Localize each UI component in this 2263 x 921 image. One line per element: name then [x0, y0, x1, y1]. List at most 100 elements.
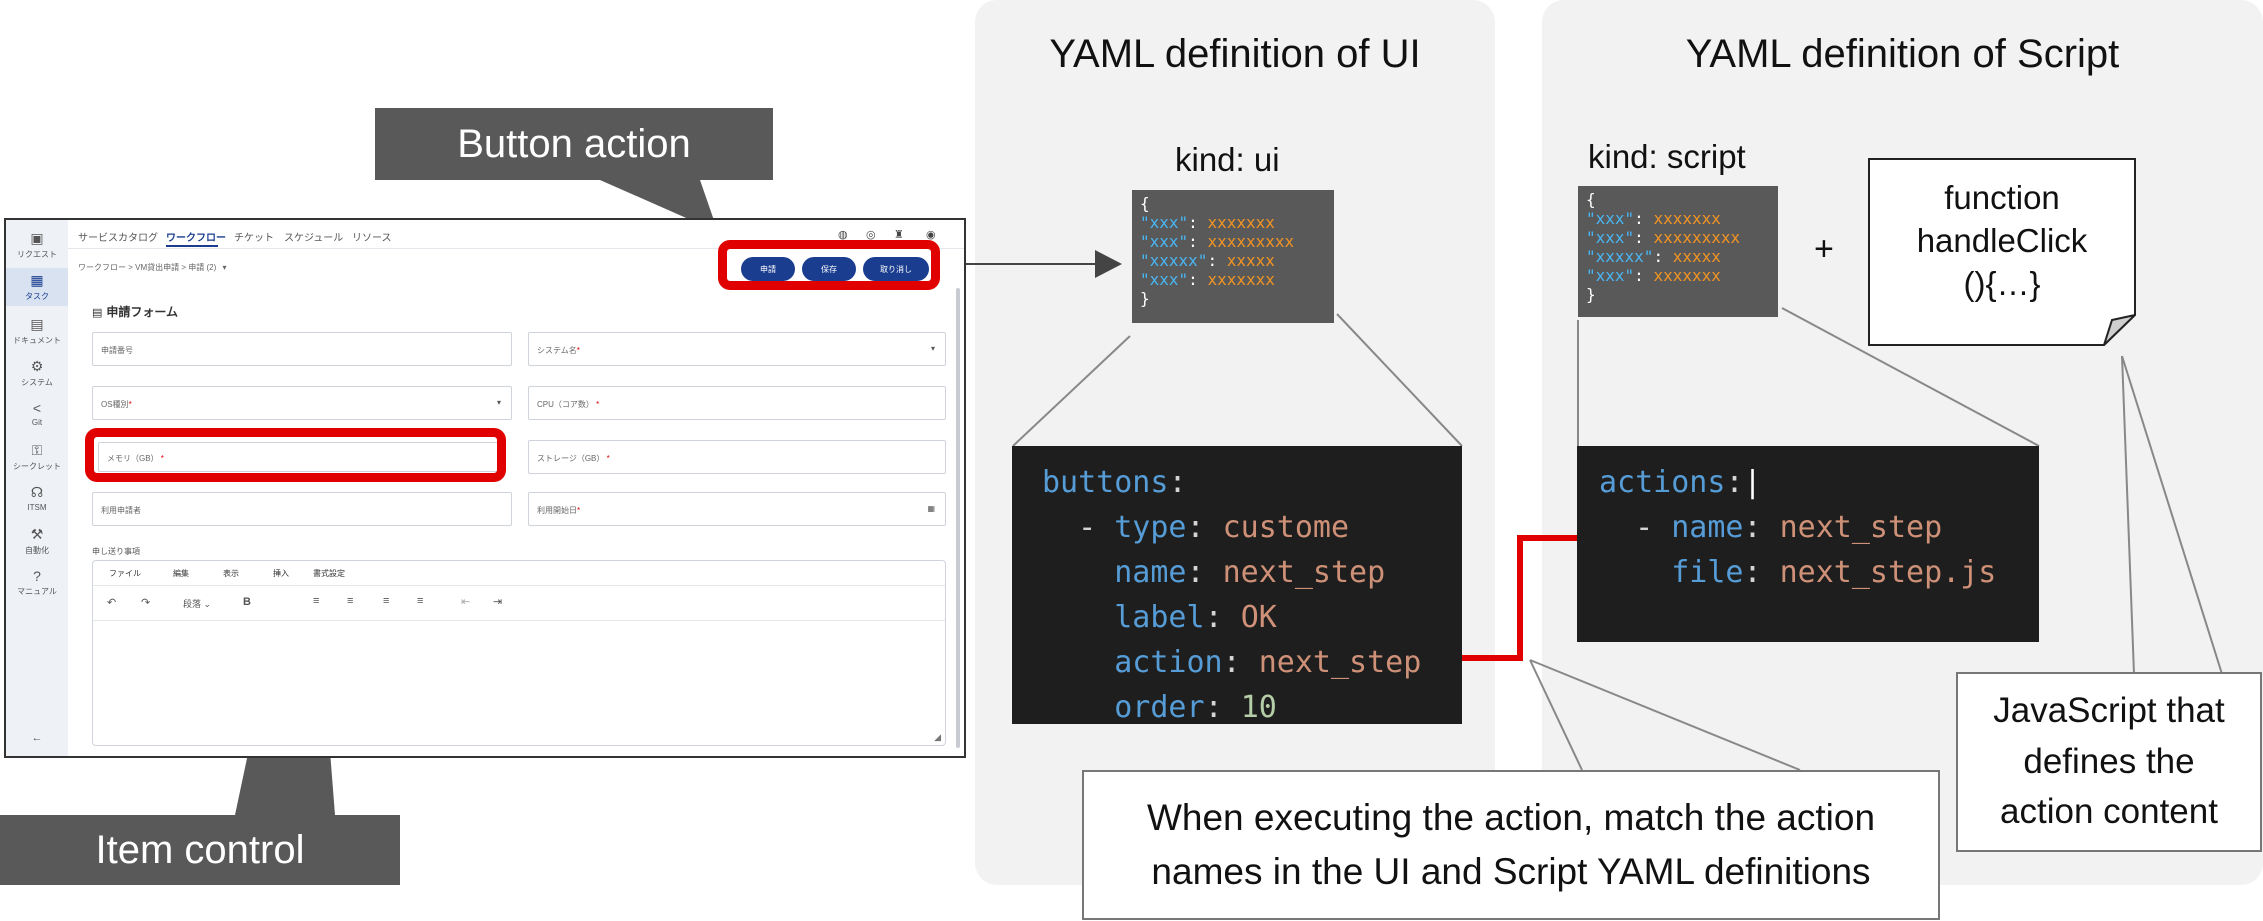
clipboard-icon: ▤: [92, 307, 103, 319]
chevron-down-icon: ▾: [496, 398, 501, 407]
sidebar-item-automation[interactable]: ⚒自動化: [6, 526, 68, 556]
js-note-callout: JavaScript that defines the action conte…: [1956, 672, 2262, 852]
tab-schedule[interactable]: スケジュール: [284, 233, 344, 244]
match-note-callout: When executing the action, match the act…: [1082, 770, 1940, 920]
cpu-field[interactable]: CPU（コア数） *: [528, 386, 946, 420]
align-right-icon[interactable]: ≡: [383, 595, 390, 607]
editor-menu-view[interactable]: 表示: [223, 569, 239, 578]
align-center-icon[interactable]: ≡: [347, 595, 354, 607]
redo-icon[interactable]: ↷: [141, 597, 151, 609]
cancel-button[interactable]: 取り消し: [863, 257, 929, 281]
globe-icon[interactable]: ◍: [838, 229, 848, 241]
sidebar-item-git[interactable]: <Git: [6, 400, 68, 427]
script-yaml-thumbnail: { "xxx": xxxxxxx "xxx": xxxxxxxxx "xxxxx…: [1578, 186, 1778, 317]
gear-icon: ⚙: [30, 358, 44, 374]
script-yaml-panel-title: YAML definition of Script: [1685, 32, 2120, 76]
editor-menu-file[interactable]: ファイル: [109, 569, 141, 578]
ui-yaml-panel: YAML definition of UI kind: ui: [975, 0, 1495, 885]
match-note-line1: When executing the action, match the act…: [1146, 797, 1876, 839]
tab-workflow[interactable]: ワークフロー: [166, 233, 226, 244]
ui-kind-label: kind: ui: [1175, 141, 1280, 178]
match-note-line2: names in the UI and Script YAML definiti…: [1151, 851, 1871, 892]
tab-resource[interactable]: リソース: [352, 233, 392, 244]
save-button[interactable]: 保存: [802, 257, 856, 281]
tab-workflow-underline: [166, 245, 218, 247]
ui-yaml-thumbnail: { "xxx": xxxxxxx "xxx": xxxxxxxxx "xxxxx…: [1132, 190, 1334, 323]
sidebar: ▣リクエスト ▦タスク ▤ドキュメント ⚙システム <Git ⚿シークレット ☊…: [6, 220, 68, 756]
os-type-select[interactable]: OS種別*▾: [92, 386, 512, 420]
ui-yaml-code-editor: buttons: - type: custome name: next_step…: [1012, 446, 1462, 725]
storage-field[interactable]: ストレージ（GB） *: [528, 440, 946, 474]
apply-button[interactable]: 申請: [741, 257, 795, 281]
align-justify-icon[interactable]: ≡: [417, 595, 424, 607]
indent-icon[interactable]: ⇥: [493, 596, 503, 608]
function-note-line-2: [2121, 355, 2223, 675]
match-note-pointer-line-2: [1529, 659, 1801, 771]
share-icon: <: [32, 400, 42, 416]
buttons-highlight: [718, 240, 940, 290]
calendar-icon: ▦: [927, 504, 935, 513]
sidebar-item-request[interactable]: ▣リクエスト: [6, 230, 68, 260]
memory-field[interactable]: メモリ（GB） *: [98, 442, 502, 472]
request-icon: ▣: [30, 230, 44, 246]
applicant-field[interactable]: 利用申請者: [92, 492, 512, 526]
script-zoom-line-right: [1781, 307, 2040, 447]
editor-menu-format[interactable]: 書式設定: [313, 569, 345, 578]
paragraph-select[interactable]: 段落 ⌄: [183, 599, 212, 609]
undo-icon[interactable]: ↶: [107, 597, 117, 609]
key-icon: ⚿: [31, 442, 43, 458]
align-left-icon[interactable]: ≡: [313, 595, 320, 607]
ui-zoom-line-right: [1336, 313, 1463, 447]
sidebar-item-task[interactable]: ▦タスク: [6, 268, 68, 306]
top-nav-divider: [68, 248, 964, 249]
tab-ticket[interactable]: チケット: [234, 233, 274, 244]
js-note-line2: defines the: [2023, 741, 2195, 781]
sidebar-item-itsm[interactable]: ☊ITSM: [6, 484, 68, 512]
application-number-field[interactable]: 申請番号: [92, 332, 512, 366]
script-yaml-code-editor: actions:| - name: next_step file: next_s…: [1577, 446, 2039, 642]
buttons-to-ui-arrow-head: [1095, 250, 1122, 278]
editor-menubar: ファイル 編集 表示 挿入 書式設定: [93, 561, 945, 583]
bell-icon[interactable]: ♜: [894, 229, 904, 241]
function-note-line-1: [2121, 355, 2135, 675]
outdent-icon[interactable]: ⇤: [461, 596, 471, 608]
start-date-field[interactable]: 利用開始日*▦: [528, 492, 946, 526]
notes-label: 申し送り事項: [92, 547, 140, 556]
sidebar-item-document[interactable]: ▤ドキュメント: [6, 316, 68, 346]
scrollbar[interactable]: [956, 288, 960, 748]
function-note-line2: handleClick: [1916, 222, 2088, 259]
editor-toolbar: ↶ ↷ 段落 ⌄ B ≡ ≡ ≡ ≡ ⇤ ⇥: [93, 585, 945, 621]
top-nav: サービスカタログ ワークフロー チケット スケジュール リソース ◍ ◎ ♜ ◉: [68, 220, 964, 248]
breadcrumb: ワークフロー > VM貸出申請 > 申請 (2) ▾: [78, 263, 227, 272]
robot-arm-icon: ⚒: [30, 526, 44, 542]
app-screenshot: ▣リクエスト ▦タスク ▤ドキュメント ⚙システム <Git ⚿シークレット ☊…: [4, 218, 966, 758]
collapse-icon[interactable]: ←: [31, 732, 43, 744]
tab-service-catalog[interactable]: サービスカタログ: [78, 233, 158, 244]
rich-text-editor[interactable]: ファイル 編集 表示 挿入 書式設定 ↶ ↷ 段落 ⌄ B ≡ ≡ ≡ ≡ ⇤ …: [92, 560, 946, 746]
document-icon: ▤: [30, 316, 44, 332]
sidebar-item-secret[interactable]: ⚿シークレット: [6, 442, 68, 472]
bold-icon[interactable]: B: [243, 596, 251, 608]
headset-icon: ☊: [30, 484, 44, 500]
js-note-line1: JavaScript that: [1993, 690, 2225, 730]
help-icon: ?: [33, 568, 41, 584]
sidebar-item-system[interactable]: ⚙システム: [6, 358, 68, 388]
task-icon: ▦: [30, 272, 44, 288]
plus-sign: +: [1814, 230, 1834, 268]
chevron-down-icon: ▾: [930, 344, 935, 353]
sidebar-item-manual[interactable]: ?マニュアル: [6, 568, 68, 597]
editor-menu-edit[interactable]: 編集: [173, 569, 189, 578]
help-circle-icon[interactable]: ◎: [866, 229, 876, 241]
system-name-select[interactable]: システム名*▾: [528, 332, 946, 366]
action-match-connector: [1443, 535, 1598, 661]
memory-field-highlight: [85, 428, 506, 482]
js-note-line3: action content: [2000, 792, 2218, 832]
editor-menu-insert[interactable]: 挿入: [273, 569, 289, 578]
function-note: function handleClick (){…}: [1868, 158, 2136, 346]
chevron-down-icon: ▾: [222, 263, 227, 272]
ui-zoom-line-left: [1012, 335, 1131, 447]
function-note-shape: [1868, 158, 2136, 346]
resize-handle-icon[interactable]: ◢: [934, 732, 941, 742]
user-icon[interactable]: ◉: [926, 229, 936, 241]
function-note-line1: function: [1944, 179, 2060, 216]
